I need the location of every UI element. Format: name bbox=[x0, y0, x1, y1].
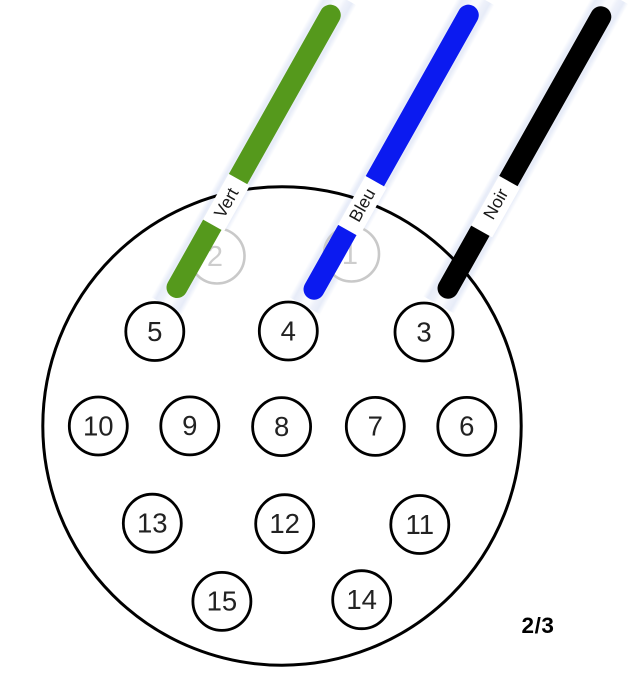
svg-text:3: 3 bbox=[416, 316, 431, 347]
svg-text:12: 12 bbox=[269, 508, 300, 539]
svg-text:15: 15 bbox=[207, 586, 238, 617]
svg-text:13: 13 bbox=[137, 508, 168, 539]
svg-text:5: 5 bbox=[147, 316, 162, 347]
svg-text:14: 14 bbox=[346, 584, 377, 615]
svg-text:4: 4 bbox=[281, 315, 296, 346]
svg-text:9: 9 bbox=[182, 410, 197, 441]
svg-text:10: 10 bbox=[83, 410, 114, 441]
svg-text:8: 8 bbox=[274, 411, 289, 442]
svg-text:6: 6 bbox=[459, 411, 474, 442]
svg-text:2/3: 2/3 bbox=[521, 613, 554, 638]
svg-text:2: 2 bbox=[207, 241, 223, 273]
svg-text:7: 7 bbox=[368, 411, 383, 442]
svg-text:11: 11 bbox=[406, 509, 435, 540]
